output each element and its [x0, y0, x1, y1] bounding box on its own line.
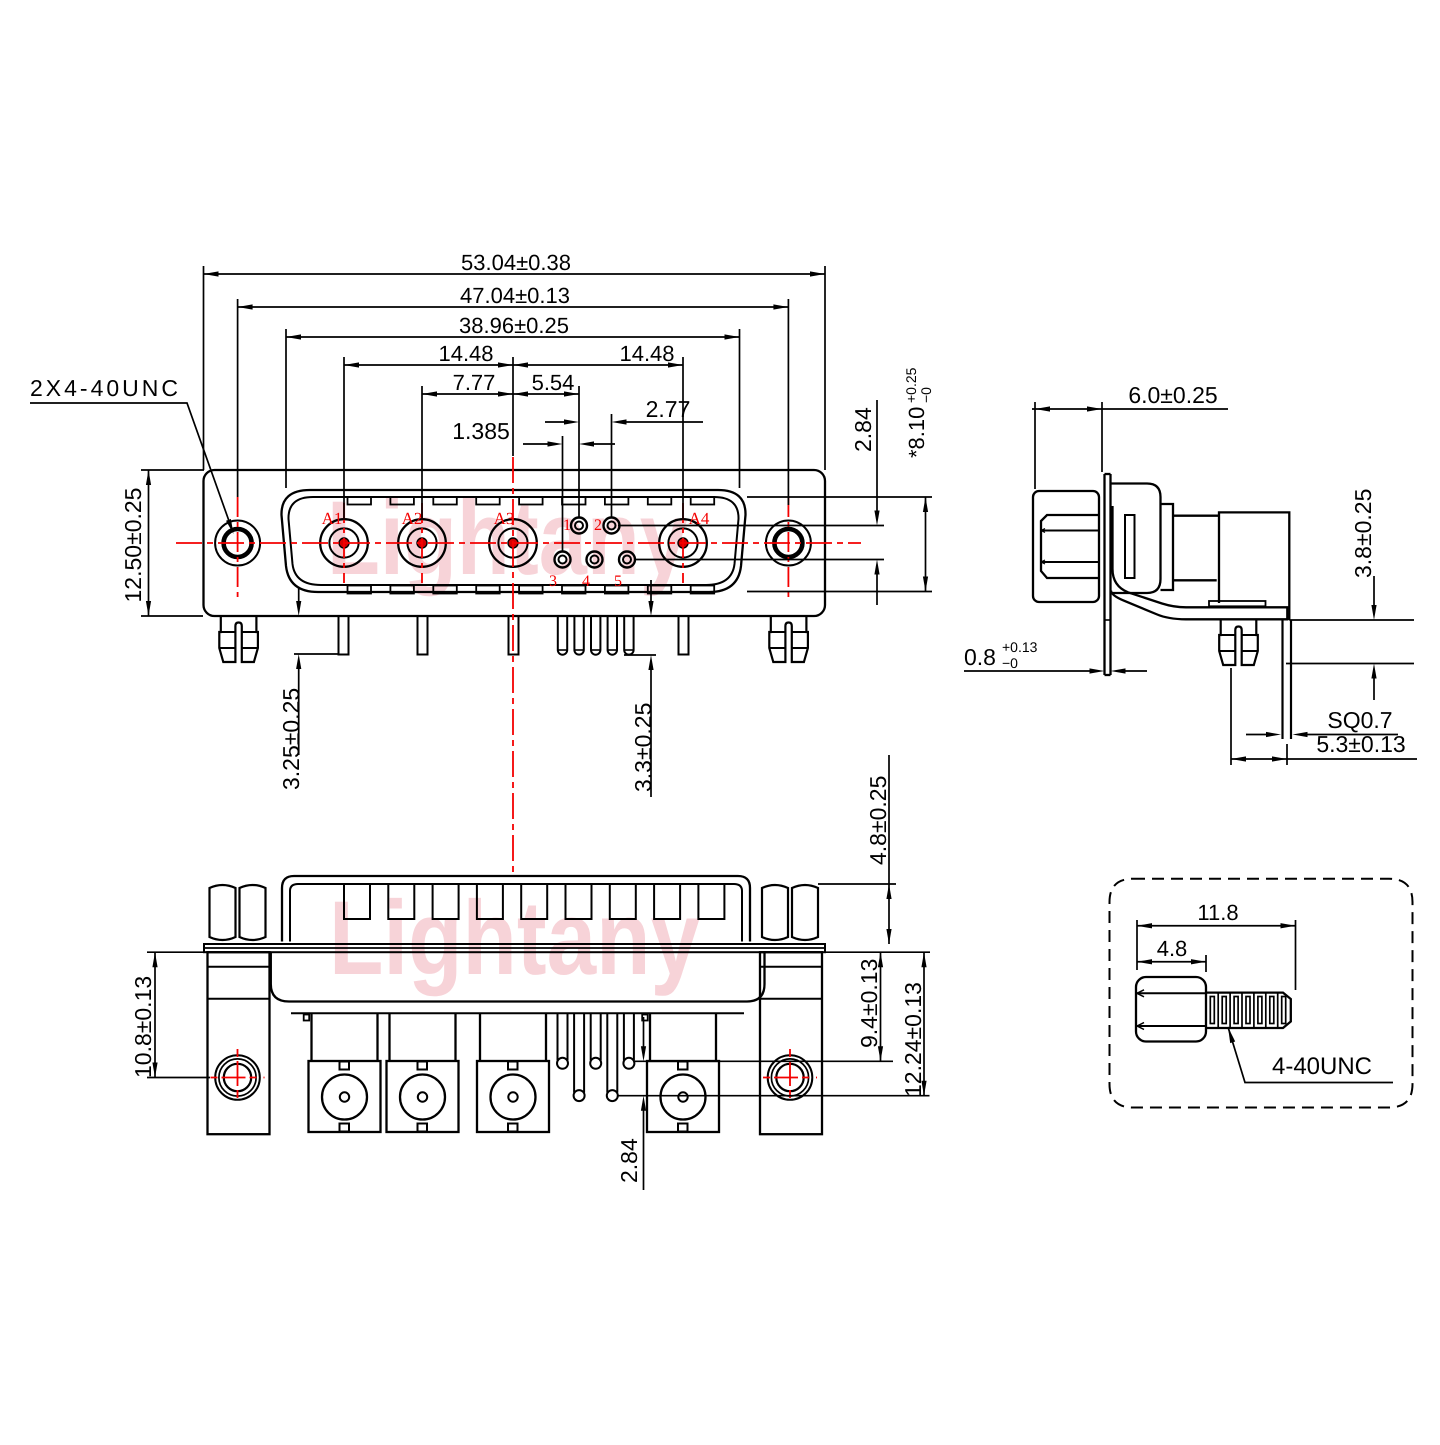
svg-text:9.4±0.13: 9.4±0.13 [856, 959, 882, 1048]
svg-text:5: 5 [614, 573, 622, 590]
svg-text:11.8: 11.8 [1197, 900, 1238, 925]
svg-text:14.48: 14.48 [619, 341, 674, 366]
svg-text:1: 1 [563, 517, 571, 534]
svg-text:*8.10: *8.10 [904, 407, 929, 458]
svg-text:7.77: 7.77 [453, 370, 496, 395]
svg-text:5.54: 5.54 [532, 370, 575, 395]
svg-text:A1: A1 [322, 509, 343, 528]
svg-text:A3: A3 [494, 509, 515, 528]
svg-text:4.8±0.25: 4.8±0.25 [865, 776, 891, 865]
svg-text:47.04±0.13: 47.04±0.13 [460, 283, 570, 308]
svg-text:4.8: 4.8 [1157, 936, 1188, 961]
svg-text:A2: A2 [402, 509, 423, 528]
svg-text:A4: A4 [689, 509, 710, 528]
svg-text:5.3±0.13: 5.3±0.13 [1316, 731, 1405, 757]
svg-text:4-40UNC: 4-40UNC [1272, 1053, 1372, 1080]
svg-text:0.8: 0.8 [964, 644, 996, 670]
svg-text:2.84: 2.84 [616, 1138, 642, 1183]
svg-text:6.0±0.25: 6.0±0.25 [1128, 382, 1217, 408]
svg-text:3.25±0.25: 3.25±0.25 [278, 688, 304, 790]
svg-text:2.84: 2.84 [850, 407, 876, 452]
svg-text:−0: −0 [1002, 655, 1018, 671]
svg-text:2: 2 [594, 517, 602, 534]
svg-text:53.04±0.38: 53.04±0.38 [461, 250, 571, 275]
svg-text:10.8±0.13: 10.8±0.13 [130, 976, 156, 1078]
svg-text:4: 4 [582, 573, 590, 590]
svg-text:−0: −0 [918, 387, 934, 403]
svg-text:3.8±0.25: 3.8±0.25 [1350, 489, 1376, 578]
svg-text:14.48: 14.48 [438, 341, 493, 366]
svg-text:SQ0.7: SQ0.7 [1327, 707, 1392, 733]
svg-text:Lightany: Lightany [329, 880, 700, 997]
svg-text:38.96±0.25: 38.96±0.25 [459, 313, 569, 338]
svg-text:2X4-40UNC: 2X4-40UNC [30, 375, 181, 401]
svg-text:12.24±0.13: 12.24±0.13 [900, 982, 926, 1097]
svg-text:+0.25: +0.25 [903, 367, 919, 403]
svg-text:3.3±0.25: 3.3±0.25 [630, 703, 656, 792]
svg-text:12.50±0.25: 12.50±0.25 [120, 488, 146, 603]
svg-text:1.385: 1.385 [452, 418, 510, 444]
svg-text:2.77: 2.77 [646, 396, 691, 422]
svg-text:+0.13: +0.13 [1002, 639, 1038, 655]
svg-text:3: 3 [549, 573, 557, 590]
